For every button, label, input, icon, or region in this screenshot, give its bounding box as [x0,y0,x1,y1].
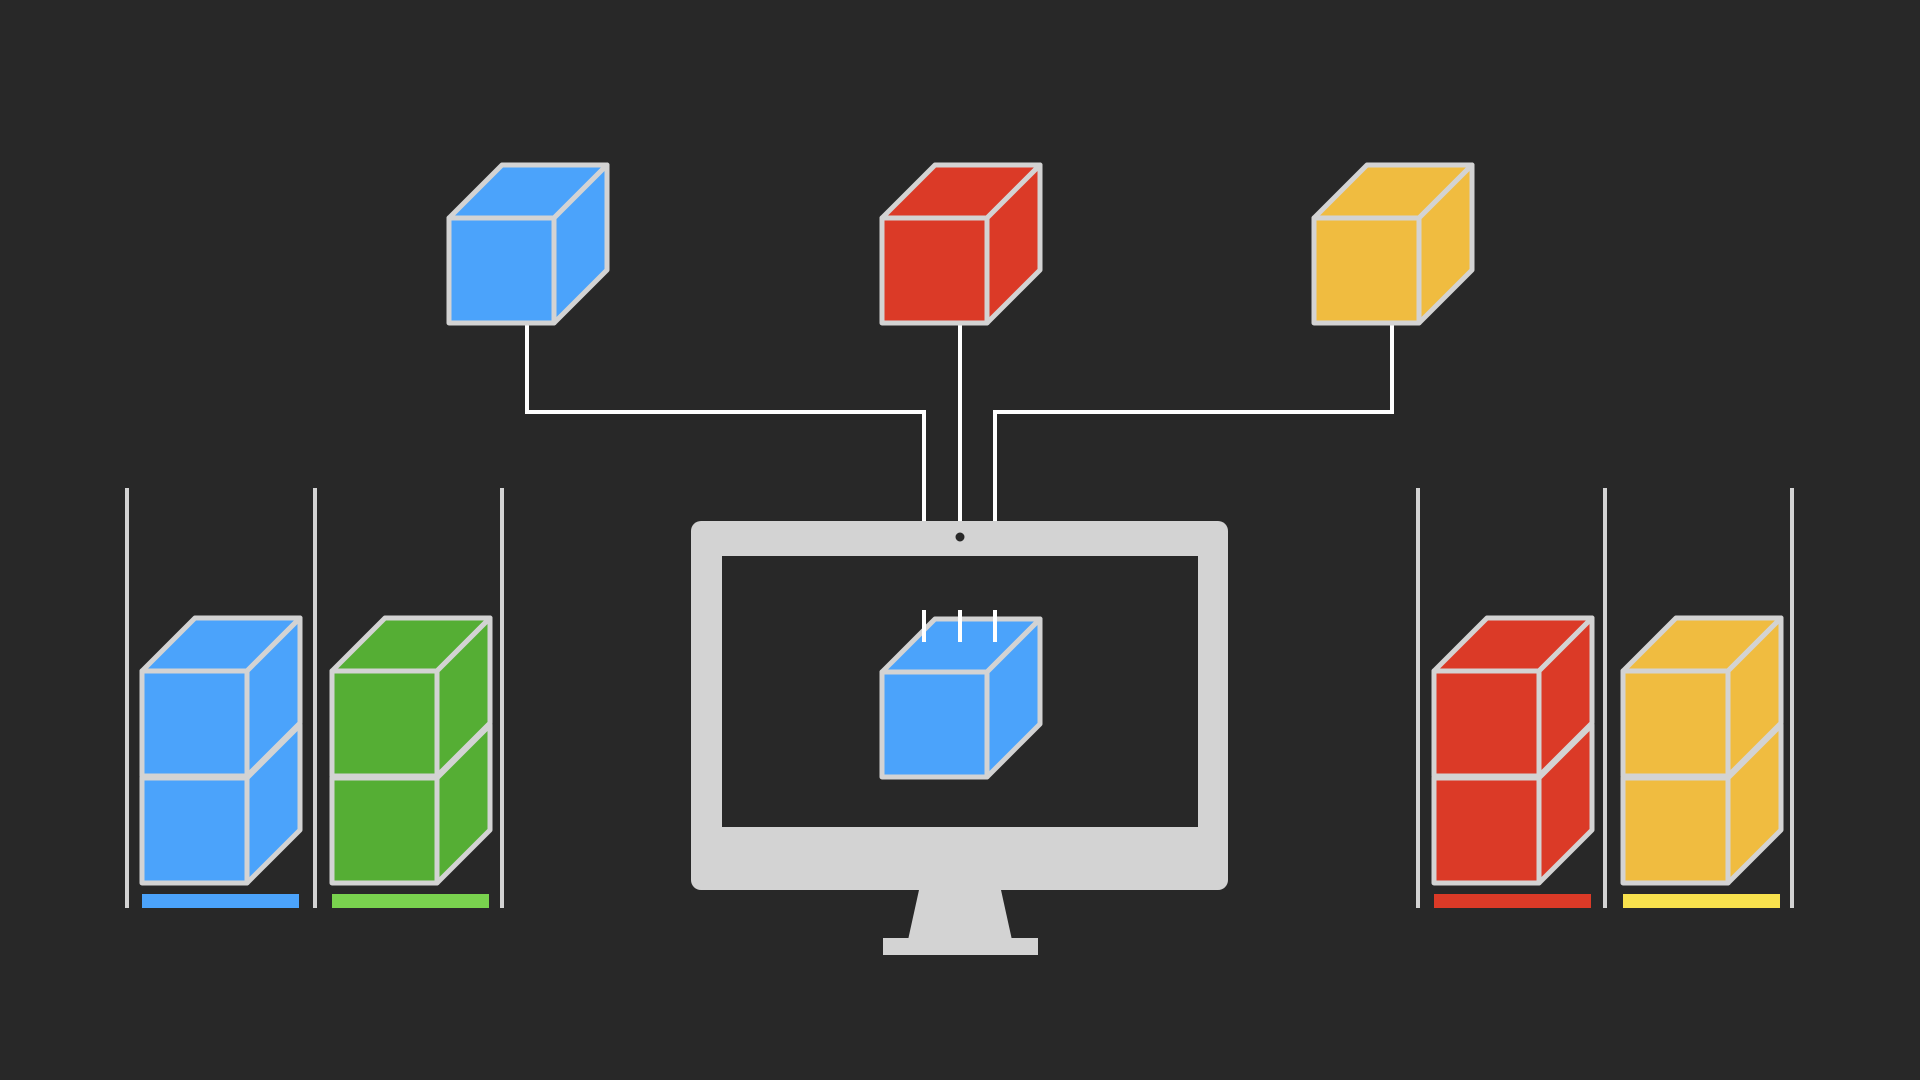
bin-green-color-bar [332,894,489,908]
source-cube-blue-front-face [446,215,557,326]
bin-red [1431,615,1595,908]
monitor-cube [879,616,1043,780]
monitor-base [883,938,1038,955]
bin-red-color-bar [1434,894,1591,908]
monitor-stand [908,890,1012,940]
bin-yellow-cube-front-face [1620,775,1731,886]
monitor-icon [691,521,1228,955]
bin-blue [139,615,303,908]
bin-yellow-cube [1620,615,1784,779]
bin-red-cube [1431,615,1595,779]
source-cube-yellow-front-face [1311,215,1422,326]
source-cube-red [879,162,1043,326]
source-cube-red-front-face [879,215,990,326]
bins [125,488,1794,908]
bin-blue-cube-front-face [139,775,250,886]
bin-red-cube-front-face [1431,775,1542,886]
bin-green [329,615,493,908]
bin-blue-cube-front-face [139,668,250,779]
bin-yellow-color-bar [1623,894,1780,908]
bin-green-cube-front-face [329,775,440,886]
source-cubes [446,162,1475,326]
bin-blue-cube [139,615,303,779]
monitor-cube-front-face [879,669,990,780]
bin-blue-color-bar [142,894,299,908]
source-cube-blue [446,162,610,326]
connector-ends [922,610,997,642]
source-cube-yellow [1311,162,1475,326]
monitor-camera-dot [955,532,965,542]
bin-green-cube [329,615,493,779]
bin-yellow-cube-front-face [1620,668,1731,779]
bin-red-cube-front-face [1431,668,1542,779]
bin-green-cube-front-face [329,668,440,779]
bin-yellow [1620,615,1784,908]
